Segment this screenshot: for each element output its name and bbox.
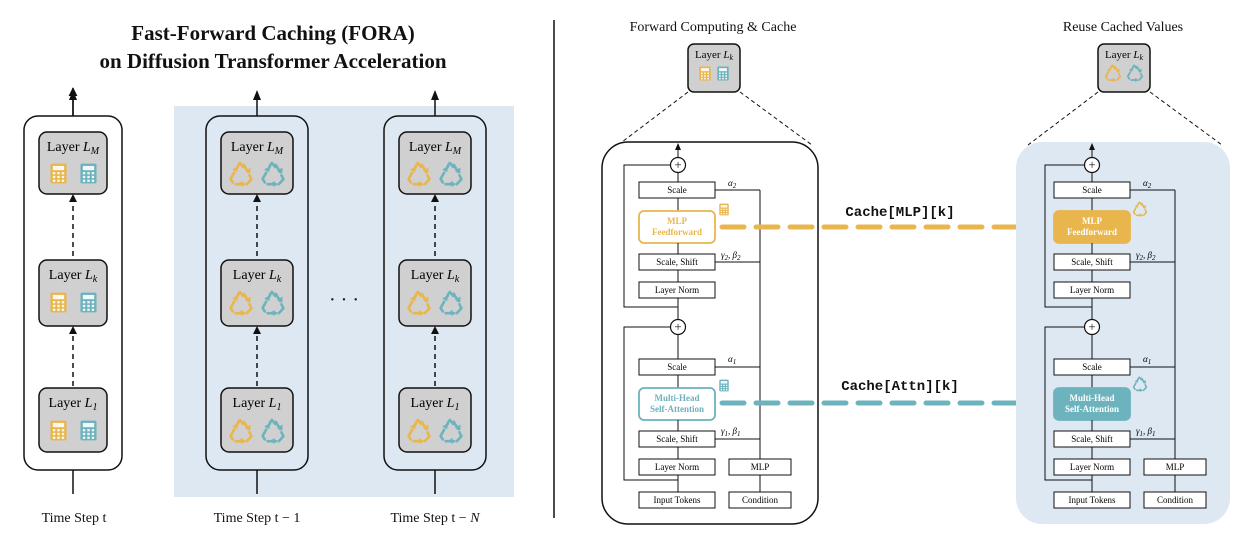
- condition-reuse: Condition: [1157, 495, 1194, 505]
- scale-lower-reuse: Scale: [1082, 362, 1102, 372]
- plus-mid-forward: +: [674, 319, 681, 334]
- scale-upper-forward: Scale: [667, 185, 687, 195]
- alpha1-forward: α1: [728, 354, 736, 366]
- svg-text:Layer LM: Layer LM: [231, 140, 284, 157]
- svg-text:Layer L1: Layer L1: [233, 396, 282, 413]
- svg-text:Layer Lk: Layer Lk: [1105, 49, 1144, 62]
- scale-shift-lower-reuse: Scale, Shift: [1071, 434, 1113, 444]
- input-tokens-reuse: Input Tokens: [1069, 495, 1116, 505]
- svg-text:Layer Lk: Layer Lk: [411, 268, 460, 285]
- calculator-icon: [717, 66, 729, 81]
- layer-norm-upper-reuse: Layer Norm: [1070, 285, 1114, 295]
- mini-layer-reuse: Layer Lk: [1097, 43, 1151, 93]
- ellipsis: · · ·: [329, 289, 359, 311]
- gamma1-beta1-reuse: γ1, β1: [1136, 426, 1156, 438]
- scale-lower-forward: Scale: [667, 362, 687, 372]
- plus-top-reuse: +: [1088, 157, 1095, 172]
- timestep-label-t: Time Step t: [42, 511, 107, 526]
- calculator-icon: [50, 163, 67, 184]
- title-line2: on Diffusion Transformer Acceleration: [99, 49, 446, 73]
- scale-shift-upper-reuse: Scale, Shift: [1071, 257, 1113, 267]
- calculator-icon: [80, 292, 97, 313]
- reuse-title: Reuse Cached Values: [1063, 20, 1183, 35]
- calculator-icon: [80, 163, 97, 184]
- calculator-icon: [719, 379, 729, 392]
- calculator-icon: [80, 420, 97, 441]
- gamma1-beta1-forward: γ1, β1: [721, 426, 741, 438]
- column-timestep-t: Layer LM Layer Lk Layer L1: [23, 87, 123, 494]
- forward-title: Forward Computing & Cache: [630, 20, 797, 35]
- plus-mid-reuse: +: [1088, 319, 1095, 334]
- alpha1-reuse: α1: [1143, 354, 1151, 366]
- svg-text:Layer LM: Layer LM: [47, 140, 100, 157]
- gamma2-beta2-forward: γ2, β2: [721, 250, 741, 262]
- column-timestep-t-minus-1: Layer LM Layer Lk Layer L1: [205, 90, 309, 494]
- scale-upper-reuse: Scale: [1082, 185, 1102, 195]
- svg-text:Layer Lk: Layer Lk: [695, 49, 734, 62]
- svg-text:Layer Lk: Layer Lk: [49, 268, 98, 285]
- svg-text:Layer LM: Layer LM: [409, 140, 462, 157]
- mini-layer-forward: Layer Lk: [687, 43, 741, 93]
- mlp-condition-reuse: MLP: [1166, 462, 1185, 472]
- plus-top-forward: +: [674, 157, 681, 172]
- gamma2-beta2-reuse: γ2, β2: [1136, 250, 1156, 262]
- svg-text:Layer Lk: Layer Lk: [233, 268, 282, 285]
- svg-text:Layer L1: Layer L1: [49, 396, 98, 413]
- scale-shift-lower-forward: Scale, Shift: [656, 434, 698, 444]
- layer-norm-upper-forward: Layer Norm: [655, 285, 699, 295]
- alpha2-forward: α2: [728, 178, 737, 190]
- svg-text:Layer L1: Layer L1: [411, 396, 460, 413]
- mlp-condition-forward: MLP: [751, 462, 770, 472]
- timestep-label-t-minus-1: Time Step t − 1: [214, 511, 301, 526]
- layer-norm-lower-reuse: Layer Norm: [1070, 462, 1114, 472]
- title-line1: Fast-Forward Caching (FORA): [131, 21, 414, 45]
- input-tokens-forward: Input Tokens: [654, 495, 701, 505]
- scale-shift-upper-forward: Scale, Shift: [656, 257, 698, 267]
- layer-norm-lower-forward: Layer Norm: [655, 462, 699, 472]
- calculator-icon: [719, 203, 729, 216]
- cache-attn-label: Cache[Attn][k]: [841, 379, 959, 395]
- calculator-icon: [699, 66, 711, 81]
- condition-forward: Condition: [742, 495, 779, 505]
- alpha2-reuse: α2: [1143, 178, 1152, 190]
- column-timestep-t-minus-n: Layer LM Layer Lk Layer L1: [383, 90, 487, 494]
- calculator-icon: [50, 292, 67, 313]
- cache-mlp-label: Cache[MLP][k]: [845, 205, 954, 221]
- timestep-label-t-minus-n: Time Step t − N: [390, 511, 480, 526]
- calculator-icon: [50, 420, 67, 441]
